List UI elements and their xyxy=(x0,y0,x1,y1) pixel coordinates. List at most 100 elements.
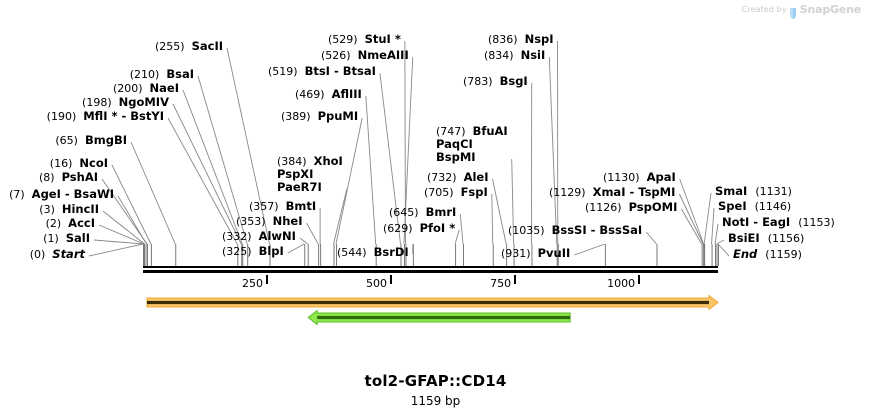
site-label-group: (1129) XmaI - TspMI xyxy=(549,185,676,200)
leader-line xyxy=(714,223,719,245)
site-tick xyxy=(412,244,414,266)
site-label-group: (8) PshAI xyxy=(39,171,98,185)
site-tick xyxy=(701,244,703,266)
site-tick xyxy=(718,244,719,266)
site-enzyme-name: BsrDI xyxy=(373,245,409,259)
site-enzyme-name: Start xyxy=(52,247,85,261)
site-label-group: (519) BtsI - BtsaI xyxy=(268,64,376,79)
site-enzyme-name: AleI xyxy=(463,170,489,184)
site-label-row: (200) NaeI xyxy=(112,81,179,96)
site-tick xyxy=(150,244,152,266)
site-enzyme-name: NsiI xyxy=(520,48,546,62)
site-position: (389) xyxy=(281,110,318,123)
site-label-group: (2) AccI xyxy=(45,217,95,231)
leader-line xyxy=(306,222,319,245)
ruler-tick xyxy=(638,275,641,284)
site-tick xyxy=(604,244,606,266)
leader-line xyxy=(679,178,705,245)
site-label-group: (544) BsrDI xyxy=(337,245,409,260)
site-tick xyxy=(143,244,145,266)
site-label-row: (16) NcoI xyxy=(50,157,108,171)
site-enzyme-name: BsgI xyxy=(499,74,528,88)
site-label-group: (732) AleI xyxy=(427,170,489,185)
site-label-group: (7) AgeI - BsaWI xyxy=(9,188,114,202)
site-tick xyxy=(307,244,309,266)
site-label-group: (705) FspI xyxy=(424,185,488,200)
site-label-row: (1126) PspOMI xyxy=(585,201,677,215)
site-label-group: (357) BmtI xyxy=(249,200,316,214)
site-label-group: (3) HincII xyxy=(39,203,99,217)
site-label-group: SmaI (1131) xyxy=(715,185,792,199)
site-enzyme-name: NaeI xyxy=(149,81,179,95)
site-label-group: (1126) PspOMI xyxy=(585,201,677,215)
site-tick xyxy=(715,244,717,266)
site-tick xyxy=(320,244,322,266)
site-position: (732) xyxy=(427,171,464,184)
site-position: (1146) xyxy=(754,200,792,213)
orange-feature-arrow-core xyxy=(146,300,709,305)
site-position: (834) xyxy=(484,49,521,62)
site-position: (325) xyxy=(222,245,259,258)
site-position: (190) xyxy=(46,110,84,123)
watermark-brand-label: SnapGene xyxy=(799,3,861,16)
site-label-row: (834) NsiI xyxy=(484,48,546,63)
leader-line xyxy=(703,192,712,245)
site-tick xyxy=(304,244,306,266)
leader-line xyxy=(459,213,464,245)
site-enzyme-name: MflI * - BstYI xyxy=(83,109,164,123)
site-label-row: (469) AflIII xyxy=(295,87,362,102)
site-label-row: (65) BmgBI xyxy=(55,133,127,148)
leader-line xyxy=(287,243,305,254)
site-label-group: (325) BlpI xyxy=(222,245,284,259)
site-enzyme-name: NspI xyxy=(524,32,554,46)
site-enzyme-name: PfoI * xyxy=(419,221,456,235)
leader-line xyxy=(711,207,715,245)
site-label-group: (836) NspI xyxy=(488,32,554,47)
site-label-group: (783) BsgI xyxy=(463,74,528,89)
site-label-group: End (1159) xyxy=(733,248,802,262)
site-position: (836) xyxy=(488,33,525,46)
site-tick xyxy=(144,244,146,266)
leader-line xyxy=(117,195,147,245)
site-label-group: (1035) BssSI - BssSaI xyxy=(508,224,642,238)
site-tick xyxy=(455,244,457,266)
site-position: (357) xyxy=(249,200,286,213)
site-label-group: SpeI (1146) xyxy=(718,200,792,214)
site-tick xyxy=(143,244,144,266)
site-position: (931) xyxy=(501,247,538,260)
leader-line xyxy=(491,193,494,245)
site-label-group: (16) NcoI xyxy=(50,157,108,171)
site-label-row: (332) AlwNI xyxy=(222,229,296,244)
site-position: (629) xyxy=(383,222,420,235)
site-position: (2) xyxy=(45,217,69,230)
site-enzyme-name: BtsI - BtsaI xyxy=(304,64,376,78)
site-label-row: (1035) BssSI - BssSaI xyxy=(508,224,642,238)
site-enzyme-name: FspI xyxy=(460,185,488,199)
site-position: (7) xyxy=(9,188,32,201)
site-label-row: (8) PshAI xyxy=(39,171,98,185)
site-position: (1130) xyxy=(603,171,647,184)
site-position: (200) xyxy=(112,82,150,95)
green-feature-arrow-core xyxy=(317,315,571,320)
site-tick xyxy=(146,244,148,266)
site-position: (469) xyxy=(295,88,332,101)
leader-line xyxy=(717,243,730,257)
site-tick xyxy=(175,244,177,266)
site-enzyme-name: AlwNI xyxy=(258,229,296,243)
leader-line xyxy=(102,210,145,245)
site-enzyme-name: AflIII xyxy=(331,87,362,101)
site-enzyme-name: BsiEI xyxy=(728,231,768,245)
site-enzyme-name: XmaI - TspMI xyxy=(592,185,676,199)
site-label-row: (732) AleI xyxy=(427,170,489,185)
site-enzyme-name: BmgBI xyxy=(84,133,127,147)
snapgene-watermark: Created by SnapGene xyxy=(742,3,861,19)
site-label-row: (931) PvuII xyxy=(501,247,570,261)
site-position: (332) xyxy=(222,230,259,243)
site-label-group: (389) PpuMI xyxy=(281,110,358,124)
site-label-row: (0) Start xyxy=(30,247,85,262)
site-label-group: (200) NaeI xyxy=(112,81,179,96)
site-label-group: (210) BsaI xyxy=(130,68,194,82)
site-position: (1131) xyxy=(755,185,792,198)
